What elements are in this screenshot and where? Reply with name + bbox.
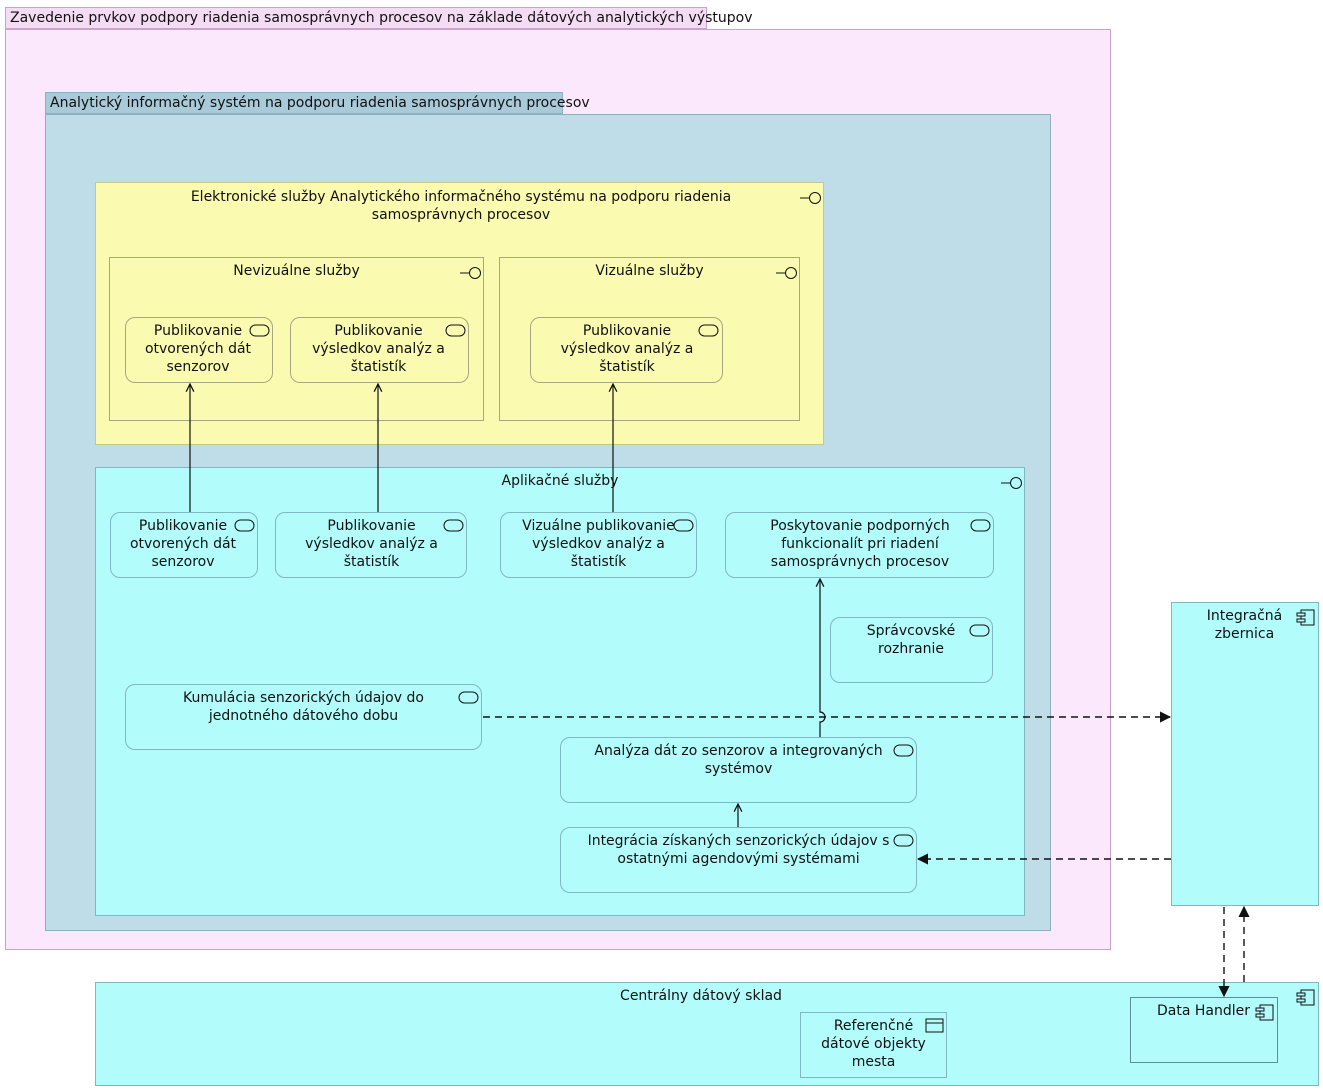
service-icon: [698, 324, 719, 337]
system-group-title: Analytický informačný systém na podporu …: [50, 95, 590, 111]
app-services-label: Aplikačné služby: [501, 473, 619, 489]
integration-bus-label: Integračná zbernica: [1206, 608, 1283, 642]
service-label: Správcovské rozhranie: [866, 623, 956, 657]
service-icon: [443, 519, 464, 532]
app-service-integration[interactable]: Integrácia získaných senzorických údajov…: [560, 827, 917, 893]
app-service-analysis[interactable]: Analýza dát zo senzorov a integrovaných …: [560, 737, 917, 803]
business-service-open-data[interactable]: Publikovanie otvorených dát senzorov: [125, 317, 273, 383]
data-handler-label: Data Handler: [1156, 1003, 1250, 1019]
app-service-admin[interactable]: Správcovské rozhranie: [830, 617, 993, 683]
service-label: Publikovanie výsledkov analýz a štatistí…: [312, 323, 445, 375]
service-icon: [673, 519, 694, 532]
reference-data-objects[interactable]: Referenčné dátové objekty mesta: [800, 1012, 947, 1078]
service-icon: [969, 624, 990, 637]
outer-group-title: Zavedenie prvkov podpory riadenia samosp…: [10, 10, 753, 26]
service-label: Publikovanie výsledkov analýz a štatistí…: [560, 323, 694, 375]
data-handler-component[interactable]: Data Handler: [1130, 997, 1278, 1063]
service-icon: [893, 834, 914, 847]
service-icon: [445, 324, 466, 337]
service-label: Integrácia získaných senzorických údajov…: [587, 833, 890, 867]
data-object-icon: [925, 1018, 944, 1033]
electronic-services-label: Elektronické služby Analytického informa…: [190, 189, 732, 223]
service-label: Publikovanie otvorených dát senzorov: [144, 323, 252, 375]
integration-bus-component[interactable]: Integračná zbernica: [1171, 602, 1319, 906]
service-icon: [970, 519, 991, 532]
service-label: Publikovanie otvorených dát senzorov: [129, 518, 237, 570]
interface-icon: [776, 267, 797, 279]
central-data-warehouse-label: Centrálny dátový sklad: [620, 988, 782, 1004]
component-icon: [1296, 609, 1315, 626]
outer-group-tab: Zavedenie prvkov podpory riadenia samosp…: [5, 7, 753, 29]
service-icon: [893, 744, 914, 757]
analysis-to-support: [820, 579, 826, 737]
service-icon: [458, 691, 479, 704]
interface-icon: [800, 192, 821, 204]
service-label: Vizuálne publikovanie výsledkov analýz a…: [522, 518, 675, 570]
interface-icon: [1001, 477, 1022, 489]
business-service-visual-results[interactable]: Publikovanie výsledkov analýz a štatistí…: [530, 317, 723, 383]
service-icon: [234, 519, 255, 532]
system-group-tab: Analytický informačný systém na podporu …: [45, 92, 590, 114]
service-label: Poskytovanie podporných funkcionalít pri…: [770, 518, 950, 570]
app-service-results[interactable]: Publikovanie výsledkov analýz a štatistí…: [275, 512, 467, 578]
service-label: Kumulácia senzorických údajov do jednotn…: [183, 690, 424, 724]
app-service-visual[interactable]: Vizuálne publikovanie výsledkov analýz a…: [500, 512, 697, 578]
reference-data-label: Referenčné dátové objekty mesta: [821, 1018, 926, 1070]
app-service-cumulation[interactable]: Kumulácia senzorických údajov do jednotn…: [125, 684, 482, 750]
visual-services-label: Vizuálne služby: [595, 263, 704, 279]
central-data-warehouse[interactable]: Centrálny dátový sklad: [95, 982, 1319, 1086]
component-icon: [1296, 989, 1315, 1006]
app-service-open-data[interactable]: Publikovanie otvorených dát senzorov: [110, 512, 258, 578]
service-label: Publikovanie výsledkov analýz a štatistí…: [305, 518, 438, 570]
component-icon: [1255, 1004, 1274, 1021]
nonvisual-services-label: Nevizuálne služby: [233, 263, 360, 279]
interface-icon: [460, 267, 481, 279]
business-service-results[interactable]: Publikovanie výsledkov analýz a štatistí…: [290, 317, 469, 383]
service-label: Analýza dát zo senzorov a integrovaných …: [594, 743, 883, 777]
service-icon: [249, 324, 270, 337]
app-service-support[interactable]: Poskytovanie podporných funkcionalít pri…: [725, 512, 994, 578]
